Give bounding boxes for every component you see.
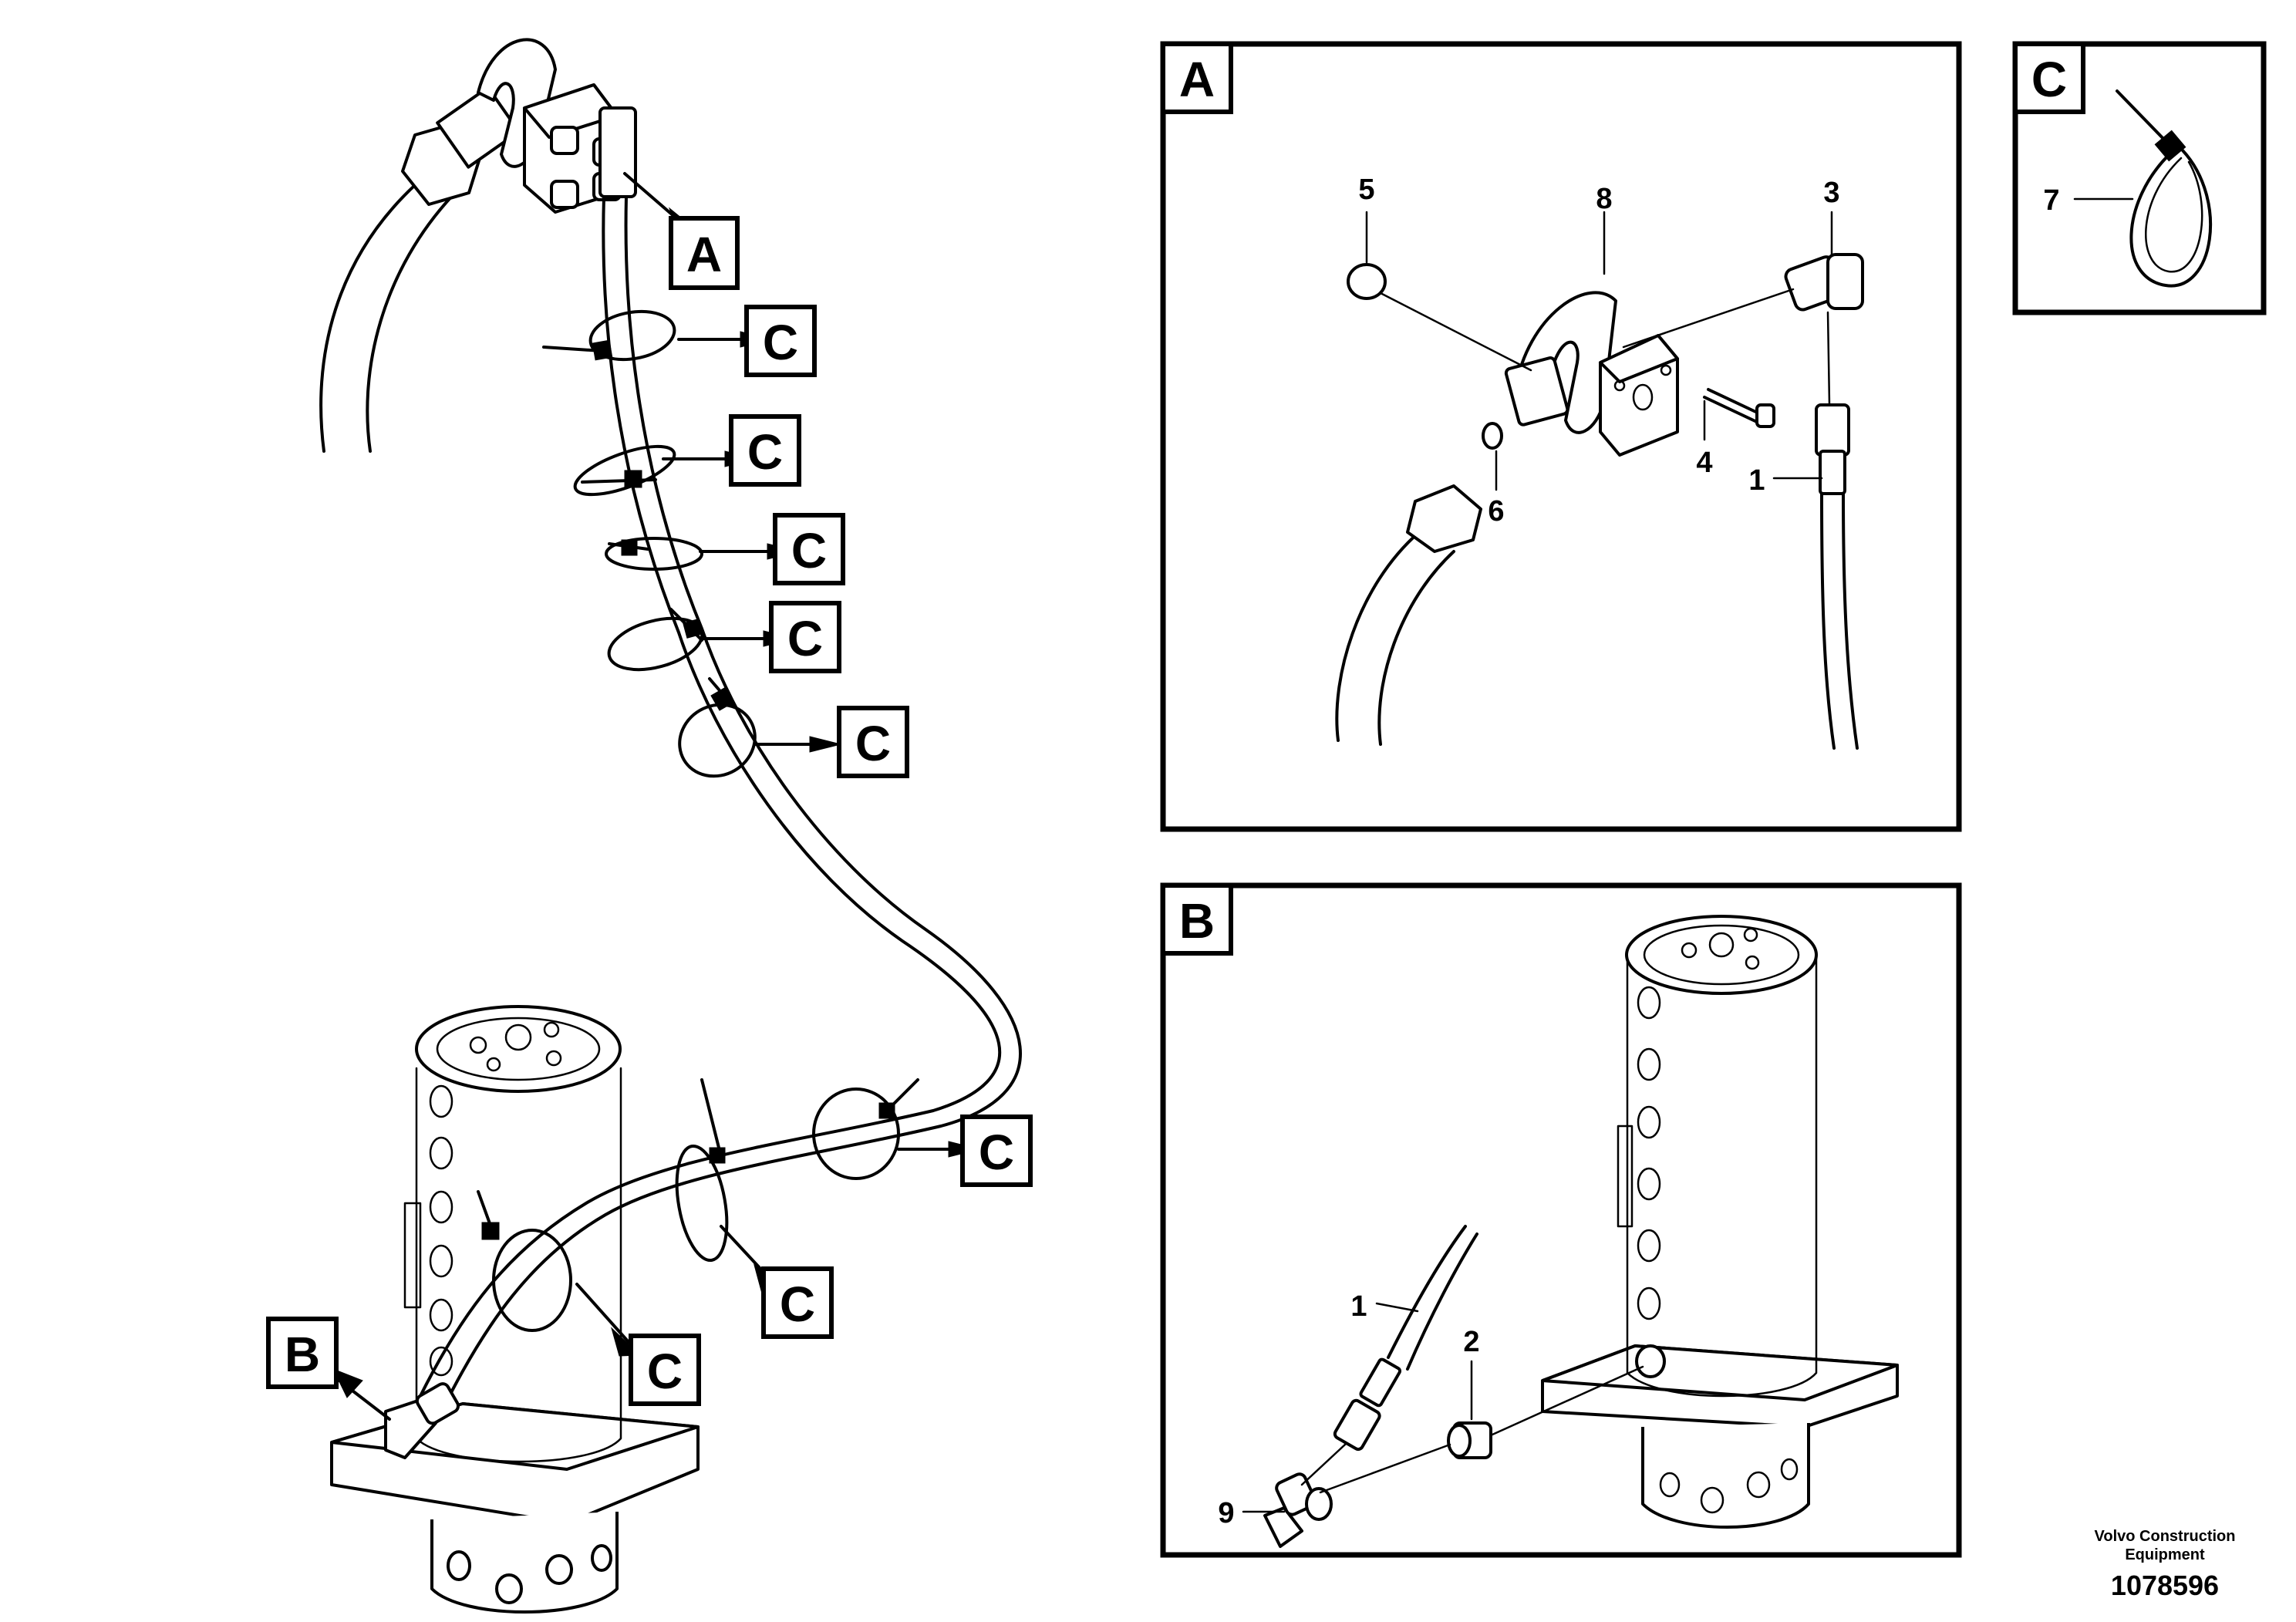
part-number-3: 3 — [1823, 177, 1839, 209]
lubrication-hose — [419, 195, 1022, 1409]
callout-tag-a-main: A — [669, 216, 740, 290]
svg-text:A: A — [686, 227, 722, 282]
svg-text:C: C — [780, 1276, 815, 1332]
svg-text:C: C — [979, 1125, 1014, 1180]
callout-tag-c: C — [744, 305, 817, 377]
callout-tag-c: C — [773, 513, 845, 585]
bolt-head — [550, 180, 579, 209]
drawing-number: 1078596 — [2111, 1570, 2219, 1601]
part-number-4: 4 — [1696, 447, 1712, 479]
mounting-block — [523, 83, 637, 214]
callout-tag-c: C — [761, 1266, 834, 1339]
callout-tag-c: C — [837, 706, 909, 778]
part-number-7: 7 — [2043, 184, 2059, 217]
callout-tag-c: C — [960, 1114, 1033, 1187]
rotary-joint — [330, 1005, 700, 1614]
part-number-9: 9 — [1218, 1497, 1234, 1529]
part-number-8: 8 — [1596, 183, 1612, 215]
svg-text:C: C — [747, 424, 783, 480]
part-number-5: 5 — [1358, 174, 1374, 206]
elbow-fitting — [598, 106, 637, 198]
svg-text:C: C — [855, 716, 891, 771]
bolt-head — [550, 126, 579, 155]
main-assembly: A C C C C C C C — [266, 38, 1033, 1614]
part-number-1: 1 — [1748, 464, 1765, 497]
svg-text:C: C — [647, 1344, 683, 1399]
svg-text:B: B — [285, 1327, 320, 1382]
detail-view-a: A — [1160, 41, 1962, 832]
footer-block: Volvo Construction Equipment 1078596 — [2095, 1528, 2236, 1601]
svg-text:C: C — [2031, 52, 2067, 107]
svg-text:C: C — [787, 611, 823, 666]
company-name-line2: Equipment — [2125, 1546, 2205, 1563]
company-name-line1: Volvo Construction — [2095, 1528, 2236, 1545]
part-number-6: 6 — [1488, 495, 1504, 528]
leader-lines — [332, 172, 980, 1421]
callout-tag-c: C — [729, 414, 801, 487]
callout-tag-c: C — [769, 601, 841, 673]
callout-tag-c: C — [629, 1334, 701, 1406]
svg-text:C: C — [791, 523, 827, 578]
part-number-2: 2 — [1463, 1326, 1479, 1358]
svg-text:C: C — [763, 315, 798, 370]
svg-text:B: B — [1179, 893, 1215, 949]
detail-view-c: C 7 — [2012, 41, 2267, 315]
supply-hose — [319, 38, 557, 453]
callout-tag-b-main: B — [266, 1317, 339, 1389]
hose-ferrule — [436, 86, 521, 169]
cable-ties — [477, 309, 919, 1332]
part-number-1: 1 — [1350, 1290, 1367, 1323]
detail-view-b: B — [1160, 882, 1962, 1558]
svg-text:A: A — [1179, 52, 1215, 107]
